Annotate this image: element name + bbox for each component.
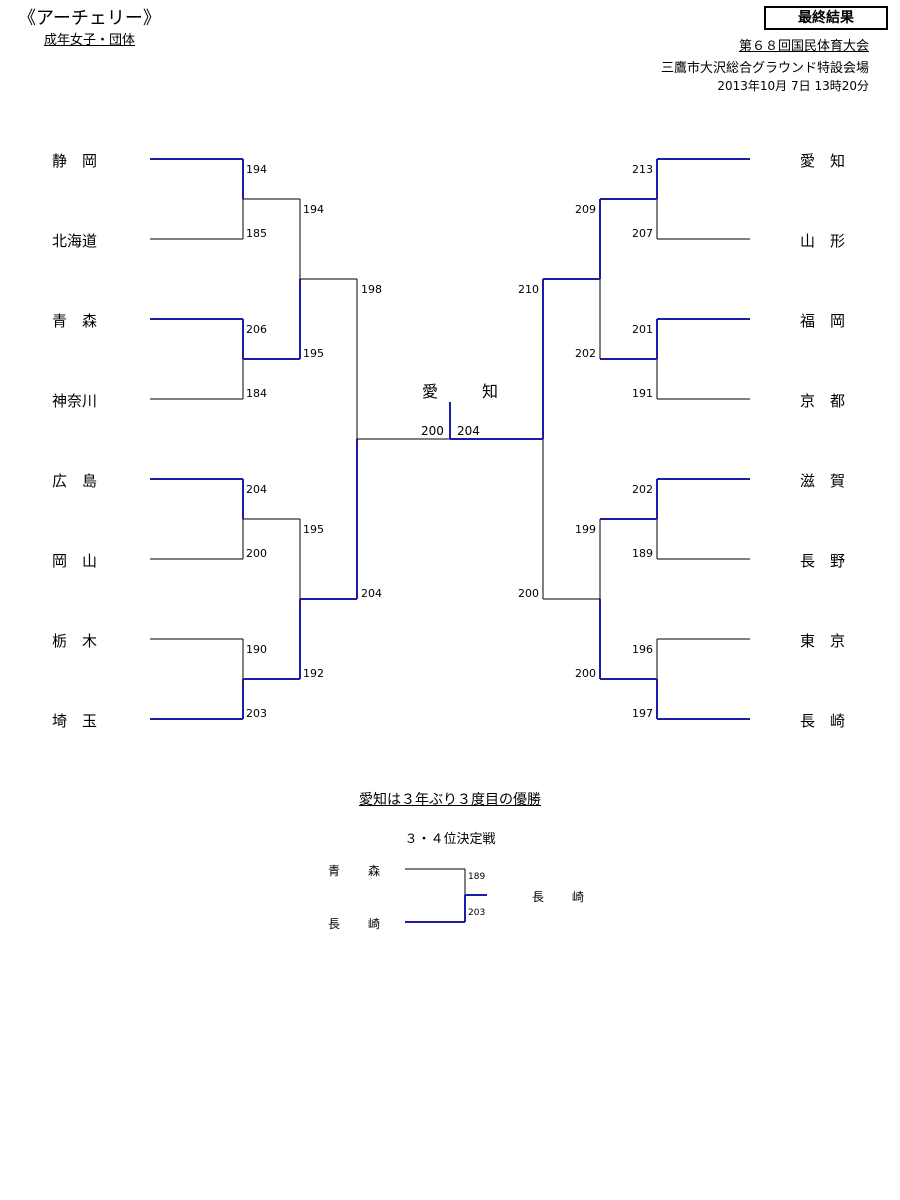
left-team-8: 埼 玉 — [52, 712, 98, 730]
left-r1-score-5: 204 — [246, 483, 267, 496]
right-r2-score-4: 200 — [575, 667, 596, 680]
third-place-team-2: 長 崎 — [328, 917, 389, 931]
final-result-badge: 最終結果 — [764, 6, 888, 30]
third-place-winner: 長 崎 — [532, 890, 593, 904]
left-r1-score-4: 184 — [246, 387, 267, 400]
left-team-5: 広 島 — [52, 472, 98, 490]
venue-name: 三鷹市大沢総合グラウンド特設会場 — [660, 61, 869, 76]
right-r1-score-3: 201 — [632, 323, 653, 336]
right-team-1: 愛 知 — [800, 152, 846, 170]
left-sf-score-1: 198 — [361, 283, 382, 296]
event-name: 第６８回国民体育大会 — [738, 39, 869, 54]
left-team-7: 栃 木 — [52, 632, 98, 650]
left-r2-score-2: 195 — [303, 347, 324, 360]
left-team-6: 岡 山 — [52, 552, 98, 570]
left-r2-score-4: 192 — [303, 667, 324, 680]
final-score-left: 200 — [421, 424, 444, 438]
right-team-6: 長 野 — [800, 552, 846, 570]
right-team-4: 京 都 — [800, 392, 846, 410]
page-title: 《アーチェリー》 — [18, 8, 161, 29]
left-r1-score-3: 206 — [246, 323, 267, 336]
left-sf-score-2: 204 — [361, 587, 382, 600]
champion-name: 愛 知 — [422, 382, 513, 401]
right-r1-score-6: 189 — [632, 547, 653, 560]
left-r2-score-3: 195 — [303, 523, 324, 536]
right-r1-score-5: 202 — [632, 483, 653, 496]
left-r2-score-1: 194 — [303, 203, 324, 216]
third-place-title: ３・４位決定戦 — [404, 832, 496, 847]
match-datetime: 2013年10月 7日 13時20分 — [717, 79, 869, 93]
right-team-5: 滋 賀 — [800, 472, 846, 490]
left-r1-score-7: 190 — [246, 643, 267, 656]
right-r1-score-7: 196 — [632, 643, 653, 656]
right-team-3: 福 岡 — [800, 312, 846, 330]
third-place-team-1: 青 森 — [328, 864, 389, 878]
right-r1-score-8: 197 — [632, 707, 653, 720]
right-team-8: 長 崎 — [800, 712, 846, 730]
right-r2-score-2: 202 — [575, 347, 596, 360]
right-sf-score-1: 210 — [518, 283, 539, 296]
right-r2-score-1: 209 — [575, 203, 596, 216]
right-team-7: 東 京 — [800, 632, 846, 650]
category-subtitle: 成年女子・団体 — [44, 33, 136, 48]
right-sf-score-2: 200 — [518, 587, 539, 600]
right-r1-score-1: 213 — [632, 163, 653, 176]
left-r1-score-1: 194 — [246, 163, 267, 176]
right-team-2: 山 形 — [800, 232, 846, 250]
left-team-4: 神奈川 — [52, 392, 98, 410]
left-team-3: 青 森 — [52, 312, 98, 330]
right-r1-score-2: 207 — [632, 227, 653, 240]
left-r1-score-6: 200 — [246, 547, 267, 560]
left-r1-score-2: 185 — [246, 227, 267, 240]
third-place-score-2: 203 — [468, 908, 486, 918]
right-r2-score-3: 199 — [575, 523, 596, 536]
right-r1-score-4: 191 — [632, 387, 653, 400]
left-r1-score-8: 203 — [246, 707, 267, 720]
final-score-right: 204 — [457, 424, 480, 438]
championship-note: 愛知は３年ぶり３度目の優勝 — [359, 792, 541, 808]
third-place-score-1: 189 — [468, 872, 486, 882]
left-team-1: 静 岡 — [52, 152, 98, 170]
left-team-2: 北海道 — [52, 232, 98, 250]
